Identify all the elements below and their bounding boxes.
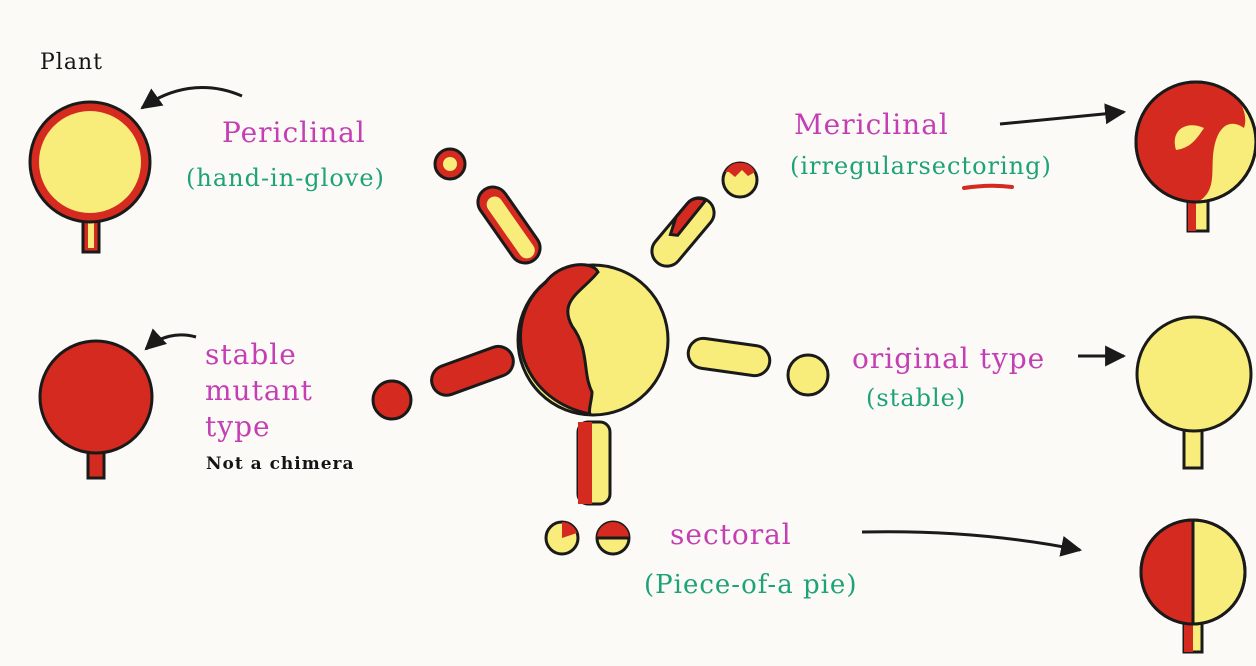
sectoral-sublabel: (Piece-of-a pie) bbox=[644, 570, 857, 600]
plant-periclinal bbox=[30, 102, 150, 252]
plant-label: Plant bbox=[40, 50, 103, 75]
stable-label-line1: stable bbox=[205, 338, 297, 371]
periclinal-label: Periclinal bbox=[222, 116, 366, 149]
sectoral-label: sectoral bbox=[670, 518, 792, 551]
mericlinal-sublabel: (irregularsectoring) bbox=[790, 152, 1052, 180]
stable-mutant-branch bbox=[373, 342, 518, 419]
sectoral-branch bbox=[546, 422, 629, 554]
original-type-branch bbox=[686, 336, 828, 395]
mericlinal-label: Mericlinal bbox=[794, 108, 949, 141]
periclinal-sublabel: (hand-in-glove) bbox=[186, 164, 385, 192]
arrow-to-periclinal-plant bbox=[142, 87, 242, 108]
arrow-to-sectoral-plant bbox=[862, 532, 1080, 550]
plant-sectoral bbox=[1141, 520, 1245, 652]
central-meristem bbox=[518, 265, 668, 415]
original-type-label: original type bbox=[852, 342, 1045, 375]
sectoring-underline bbox=[964, 186, 1012, 188]
plant-stable-mutant bbox=[40, 341, 152, 478]
plant-original-type bbox=[1137, 317, 1251, 468]
stable-label-line3: type bbox=[205, 410, 271, 443]
periclinal-branch bbox=[435, 149, 546, 269]
original-type-sublabel: (stable) bbox=[866, 384, 966, 412]
not-chimera-note: Not a chimera bbox=[206, 454, 355, 474]
mericlinal-branch bbox=[646, 163, 757, 272]
stable-label-line2: mutant bbox=[205, 374, 313, 407]
arrow-to-stable-plant bbox=[146, 335, 196, 349]
arrow-to-mericlinal-plant bbox=[1000, 112, 1124, 124]
plant-mericlinal bbox=[1136, 82, 1256, 231]
